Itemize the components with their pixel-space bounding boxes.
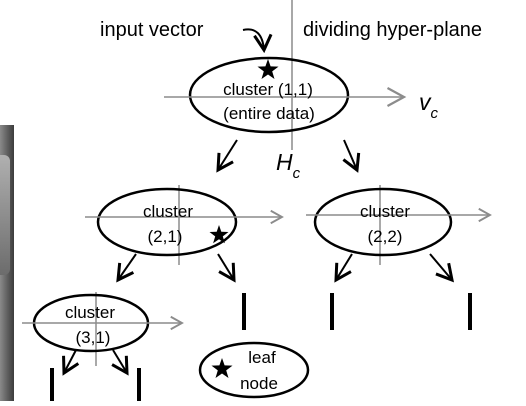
root-cluster-ellipse — [188, 56, 350, 134]
edge-2-2-to-left-leaf — [334, 253, 353, 283]
cluster-3-1-id: (3,1) — [76, 328, 111, 347]
edge-2-2-to-right-leaf — [429, 253, 454, 283]
cluster-2-2-id: (2,2) — [368, 227, 403, 246]
cluster-3-1-title: cluster — [65, 303, 115, 322]
cluster-2-1-ellipse — [96, 187, 238, 257]
edge-3-1-to-right-leaf — [111, 349, 129, 376]
cluster-2-1-title: cluster — [143, 202, 193, 221]
vector-symbol: vc — [419, 89, 439, 122]
legend-line-1: leaf — [248, 348, 276, 367]
cluster-2-2-ellipse — [313, 187, 453, 257]
cluster-2-2-title: cluster — [360, 202, 410, 221]
edge-root-to-left — [216, 139, 238, 173]
edge-2-1-to-leaf — [217, 253, 236, 283]
legend-leaf-ellipse — [198, 341, 310, 399]
cluster-2-1-star-icon — [209, 225, 229, 244]
photo-edge — [0, 125, 14, 401]
input-vector-label: input vector — [100, 19, 204, 41]
cluster-2-1-id: (2,1) — [148, 227, 183, 246]
input-star-icon — [257, 59, 279, 79]
edge-3-1-to-left-leaf — [62, 349, 80, 376]
legend-star-icon — [211, 358, 233, 378]
legend-line-2: node — [240, 374, 278, 393]
input-vector-pointer — [242, 28, 273, 54]
edge-2-1-to-3-1 — [116, 253, 137, 283]
root-cluster-subtitle: (entire data) — [223, 104, 315, 123]
root-cluster-title: cluster (1,1) — [223, 80, 313, 99]
dividing-hyperplane-label: dividing hyper-plane — [303, 19, 482, 41]
hyperplane-symbol: Hc — [276, 149, 301, 182]
edge-root-to-right — [342, 139, 361, 173]
